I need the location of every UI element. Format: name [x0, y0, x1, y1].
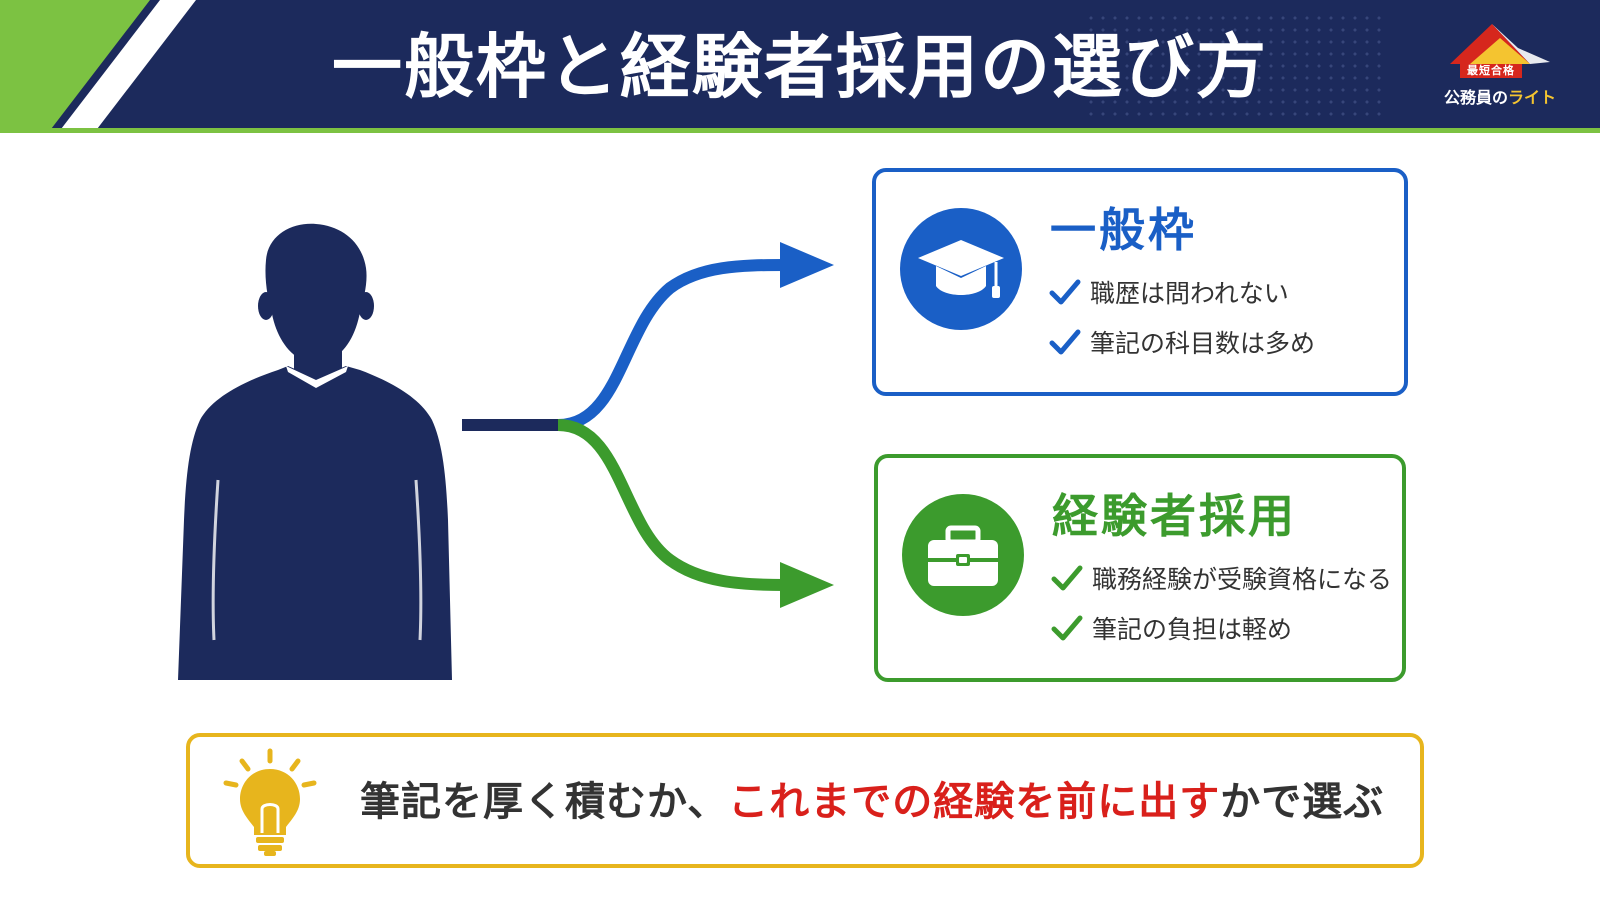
- arrow-head-general: [780, 242, 834, 288]
- conclusion-text: 筆記を厚く積むか、これまでの経験を前に出すかで選ぶ: [360, 767, 1384, 837]
- logo-name-accent: ライト: [1508, 88, 1557, 107]
- logo-name: 公務員のライト: [1430, 84, 1570, 108]
- arrow-to-general: [557, 259, 786, 431]
- experienced-track-points: 職務経験が受験資格になる 筆記の負担は軽め: [1050, 560, 1392, 660]
- conclusion-text-before: 筆記を厚く積むか、: [360, 779, 729, 825]
- check-icon: [1051, 615, 1083, 641]
- experienced-track-card: 経験者採用 職務経験が受験資格になる 筆記の負担は軽め: [874, 454, 1406, 682]
- logo-name-prefix: 公務員の: [1443, 88, 1508, 107]
- conclusion-banner: 筆記を厚く積むか、これまでの経験を前に出すかで選ぶ: [186, 733, 1424, 868]
- graduation-cap-icon: [900, 208, 1022, 330]
- check-icon: [1051, 565, 1083, 591]
- point-text: 筆記の負担は軽め: [1092, 615, 1293, 644]
- experienced-track-title: 経験者採用: [1052, 489, 1297, 543]
- person-silhouette-icon: [178, 223, 452, 680]
- header-green-stripe: [0, 0, 196, 133]
- arrow-to-experienced: [557, 419, 786, 591]
- list-item: 職務経験が受験資格になる: [1050, 560, 1392, 610]
- header-dot-pattern: [1085, 12, 1385, 122]
- arrow-head-experienced: [780, 562, 834, 608]
- point-text: 筆記の科目数は多め: [1090, 329, 1316, 358]
- page-title: 一般枠と経験者採用の選び方: [332, 26, 1268, 108]
- header-underline: [0, 128, 1600, 133]
- list-item: 筆記の科目数は多め: [1048, 324, 1315, 374]
- check-icon: [1049, 329, 1081, 355]
- point-text: 職歴は問われない: [1090, 279, 1289, 308]
- point-text: 職務経験が受験資格になる: [1092, 565, 1393, 594]
- list-item: 職歴は問われない: [1048, 274, 1315, 324]
- brand-logo: 最短合格 公務員のライト: [1430, 16, 1570, 116]
- lightbulb-icon: [223, 748, 317, 856]
- general-track-title: 一般枠: [1050, 203, 1197, 257]
- conclusion-text-after: かで選ぶ: [1220, 779, 1385, 825]
- branch-arrows: [462, 242, 834, 608]
- general-track-card: 一般枠 職歴は問われない 筆記の科目数は多め: [872, 168, 1408, 396]
- conclusion-text-highlight: これまでの経験を前に出す: [728, 779, 1221, 825]
- general-track-points: 職歴は問われない 筆記の科目数は多め: [1048, 274, 1315, 374]
- check-icon: [1049, 279, 1081, 305]
- briefcase-icon: [902, 494, 1024, 616]
- header-bar: 一般枠と経験者採用の選び方 最短合格 公務員のライト: [0, 0, 1600, 133]
- list-item: 筆記の負担は軽め: [1050, 610, 1392, 660]
- logo-badge: 最短合格: [1460, 64, 1522, 78]
- logo-mountain-icon: [1450, 24, 1550, 64]
